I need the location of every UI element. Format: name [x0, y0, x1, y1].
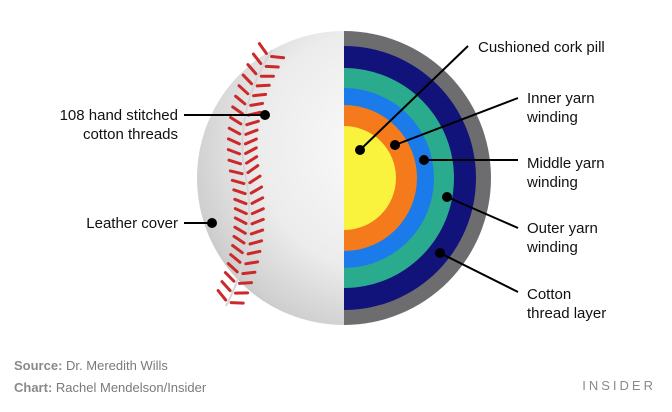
stitch-mark [257, 42, 268, 55]
stitch-mark [228, 169, 244, 176]
stitch-mark [229, 253, 242, 264]
stitch-mark [232, 234, 246, 245]
stitch-mark [223, 271, 236, 283]
label-outer: Outer yarn winding [527, 219, 598, 257]
label-middle-line2: winding [527, 174, 578, 191]
label-cotton: Cotton thread layer [527, 285, 606, 323]
stitch-mark [246, 164, 260, 175]
label-inner: Inner yarn winding [527, 89, 595, 127]
stitch-mark [249, 228, 265, 236]
stitch-mark [255, 83, 271, 88]
stitch-mark [233, 207, 248, 216]
stitch-mark [270, 55, 286, 60]
stitch-mark [233, 225, 247, 235]
stitch-mark [244, 128, 259, 136]
stitch-mark [226, 148, 242, 156]
stitch-mark [230, 178, 246, 186]
stitch-mark [245, 119, 260, 127]
stitch-mark [245, 155, 259, 165]
dot-outer [442, 192, 452, 202]
stitch-mark [244, 146, 258, 155]
stitch-mark [238, 281, 253, 285]
stitch-mark [251, 52, 263, 66]
chart-value: Rachel Mendelson/Insider [55, 380, 207, 395]
stitch-mark [233, 197, 248, 206]
stitch-mark [220, 280, 232, 293]
label-cork-line1: Cushioned cork pill [478, 39, 605, 56]
stitch-mark [226, 262, 239, 274]
dot-cotton [435, 248, 445, 258]
stitch-mark [234, 94, 247, 106]
dot-leather [207, 218, 217, 228]
label-cotton-line1: Cotton [527, 286, 572, 303]
label-cork: Cushioned cork pill [478, 38, 605, 57]
label-middle-line1: Middle yarn [527, 155, 605, 172]
stitch-mark [250, 196, 265, 205]
stitch-mark [249, 101, 265, 107]
stitch-mark [232, 188, 247, 196]
stitch-mark [229, 116, 243, 126]
cross-section [344, 31, 491, 325]
dot-inner [390, 140, 400, 150]
label-outer-line1: Outer yarn [527, 220, 598, 237]
label-leather: Leather cover [86, 214, 178, 233]
label-cotton-line2: thread layer [527, 305, 607, 322]
leather-cover-shape [197, 31, 344, 325]
source-line: Source: Dr. Meredith Wills [14, 358, 168, 373]
label-stitches-line2: cotton threads [82, 126, 178, 143]
dot-cork [355, 145, 365, 155]
stitch-mark [246, 249, 262, 256]
stitch-mark [216, 289, 228, 302]
leader-dots [207, 110, 452, 258]
stitch-mark [246, 63, 258, 76]
stitch-mark [244, 260, 260, 266]
stitch-mark [250, 217, 265, 226]
leader-cork [359, 45, 469, 151]
leader-inner [394, 97, 519, 146]
source-label: Source: [14, 358, 63, 373]
stitch-mark [226, 137, 241, 146]
stitch-mark [229, 301, 245, 305]
dot-stitches [260, 110, 270, 120]
stitch-mark [264, 64, 280, 69]
insider-logo: INSIDER [582, 378, 656, 393]
chart-label: Chart: [14, 380, 53, 395]
chart-credit-line: Chart: Rachel Mendelson/Insider [14, 380, 206, 395]
stitch-mark [231, 105, 245, 116]
stitch-mark [241, 270, 257, 276]
label-stitches-line1: 108 hand stitched [59, 107, 178, 124]
stitch-mark [243, 137, 258, 146]
label-leather-line1: Leather cover [86, 215, 178, 232]
label-inner-line1: Inner yarn [527, 90, 595, 107]
source-value: Dr. Meredith Wills [66, 358, 168, 373]
stitch-mark [227, 126, 242, 136]
stitch-mark [227, 158, 242, 166]
stitch-mark [249, 185, 264, 195]
label-outer-line2: winding [527, 239, 578, 256]
seam-line [225, 49, 273, 307]
leader-cotton [439, 252, 519, 293]
label-stitches: 108 hand stitched cotton threads [60, 106, 178, 144]
stitch-mark [250, 207, 265, 216]
label-inner-line2: winding [527, 109, 578, 126]
stitch-mark [248, 174, 262, 185]
stitch-mark [252, 92, 268, 98]
dot-middle [419, 155, 429, 165]
stitch-mark [248, 239, 264, 246]
leather-half [197, 31, 344, 325]
stitch-mark [237, 84, 250, 96]
stitch-mark [233, 216, 248, 225]
leader-lines [184, 45, 519, 293]
stitch-mark [241, 73, 254, 86]
label-middle: Middle yarn winding [527, 154, 605, 192]
stitches [216, 42, 286, 305]
leader-outer [446, 196, 519, 229]
stitch-mark [231, 244, 244, 255]
